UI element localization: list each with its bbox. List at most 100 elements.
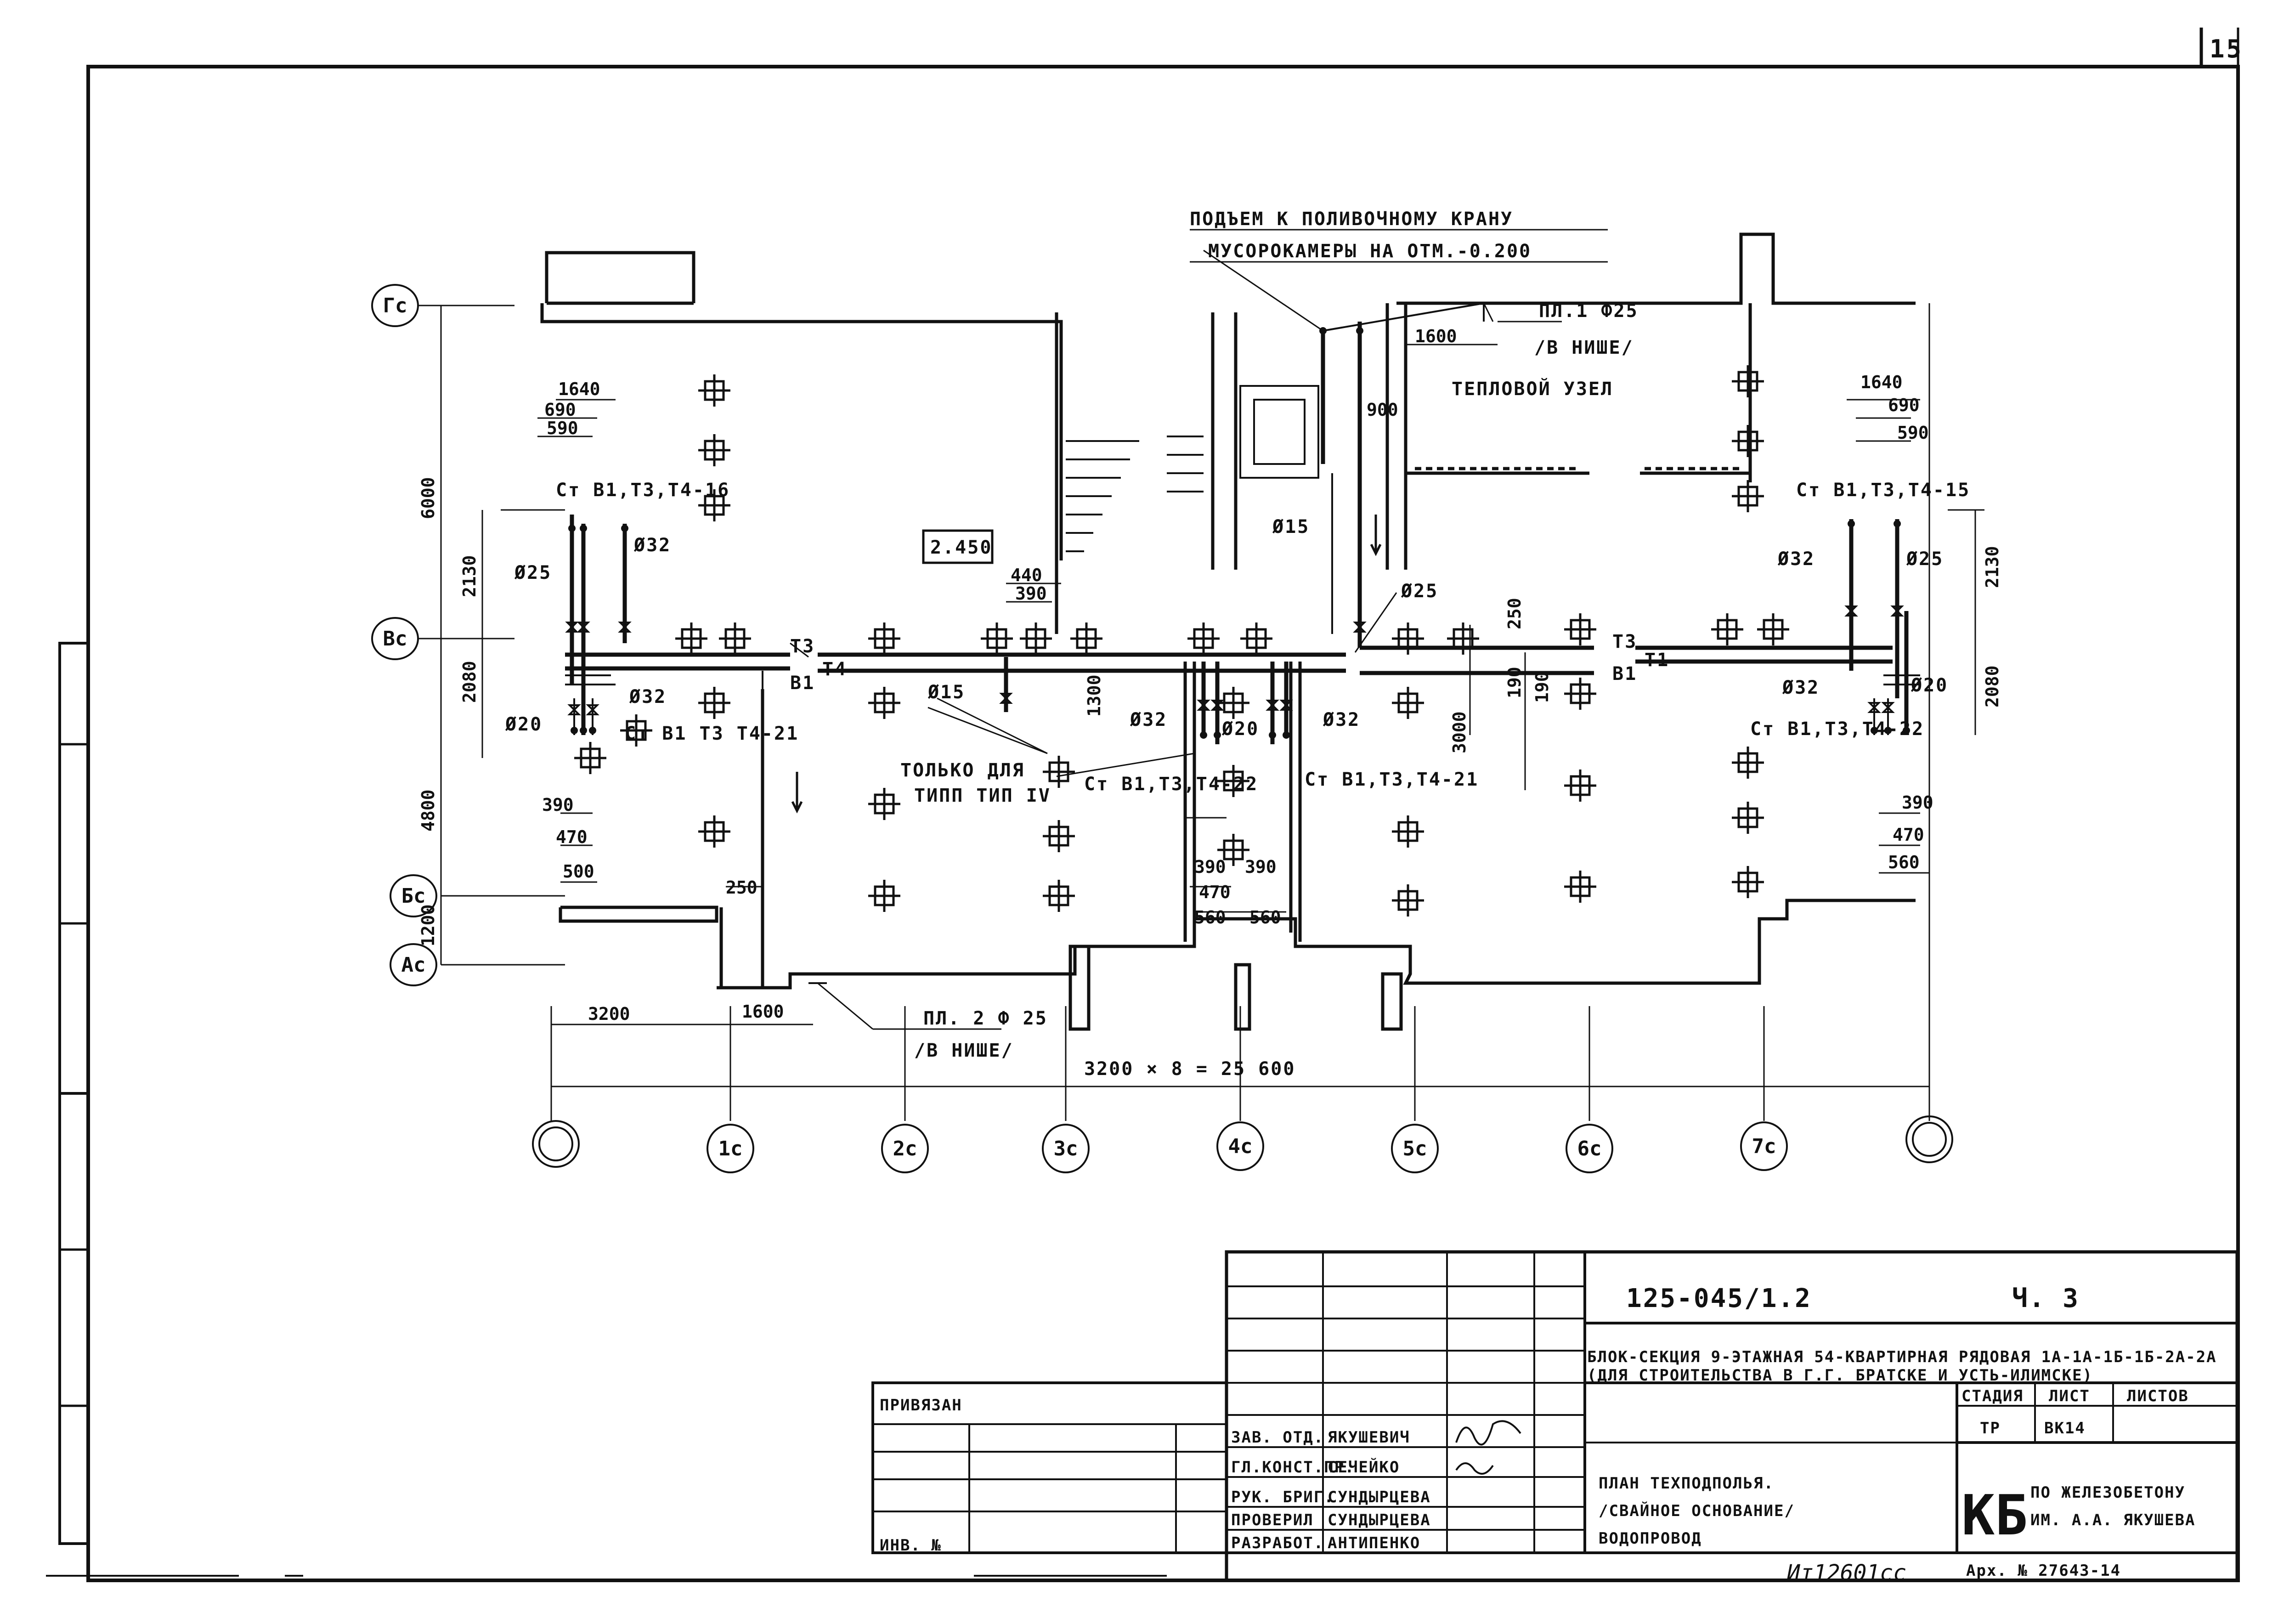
riser-right-top: Ст В1,Т3,Т4-15 [1796,480,1970,501]
dim-left-590: 590 [547,418,578,438]
role-3: ПРОВЕРИЛ [1231,1511,1314,1529]
row-axis-vc-label: Вс [383,627,407,651]
pile [1732,425,1764,457]
pile [1732,365,1764,397]
dim-left-4800: 4800 [418,789,438,832]
dim-left-500: 500 [563,861,594,882]
dim-right-2080: 2080 [1982,665,2002,707]
row-axis-bc: Бс [390,874,437,917]
col-axis-4c-label: 4с [1228,1135,1253,1158]
pile [620,714,652,747]
building-walls [540,232,1916,1031]
col-axis-start [532,1120,580,1168]
tap1-niche-label: /В НИШЕ/ [1534,337,1634,358]
pile [1564,871,1596,903]
col-axis-6c-label: 6с [1577,1137,1602,1160]
dim-center-390b: 390 [1245,857,1277,877]
dim-mid-250: 250 [1504,598,1525,629]
diameter-center-15: Ø15 [927,682,965,703]
name-1: СЕЧЕЙКО [1328,1458,1400,1477]
dim-left-470: 470 [556,827,588,847]
pile [1187,622,1220,655]
stage-value: ТР [1980,1419,2001,1437]
type-note-1: ТОЛЬКО ДЛЯ [900,760,1025,781]
pile [1711,613,1743,645]
pipe-mains [565,645,1920,685]
riser-center-left: Ст В1,Т3,Т4-22 [1084,774,1258,795]
dim-center-390a: 390 [1194,857,1226,877]
dim-left-1200: 1200 [418,904,438,946]
doc-code: 125-045/1.2 [1626,1284,1812,1313]
diameter-center-32-left: Ø32 [1130,709,1167,730]
org-name-2: ИМ. А.А. ЯКУШЕВА [2030,1511,2196,1529]
col-axis-1c [707,1124,754,1173]
flow-arrows [791,515,1382,814]
role-0: ЗАВ. ОТД. [1231,1428,1324,1447]
pile [698,434,730,466]
pile [1392,884,1424,917]
grid-axes [441,303,1930,1121]
pipe-label-t4: Т4 [822,659,847,680]
dim-center-1300: 1300 [1084,674,1104,717]
pile [1732,480,1764,512]
role-1: ГЛ.КОНСТ.ПР. [1231,1458,1355,1477]
riser-to-hose-label: ПОДЪЕМ К ПОЛИВОЧНОМУ КРАНУ [1190,209,1513,230]
diameter-left-32-top: Ø32 [633,535,671,556]
row-axis-gc: Гс [371,284,441,327]
sheet-corner-number: 15 [2210,34,2243,63]
dim-right-690: 690 [1888,395,1920,415]
col-axis-4c [1216,1121,1264,1171]
drawing-title-3: ВОДОПРОВОД [1599,1529,1702,1548]
pile [698,687,730,719]
dim-right-590: 590 [1897,423,1929,443]
dim-center-560b: 560 [1249,907,1281,928]
dim-left-690: 690 [544,400,576,420]
row-axis-ac: Ас [390,943,437,986]
pile [868,622,900,655]
col-axis-5c-label: 5с [1403,1137,1427,1160]
drawing-title-1: ПЛАН ТЕХПОДПОЛЬЯ. [1599,1474,1774,1493]
pile [1564,678,1596,710]
inv-label: ИНВ. № [880,1536,942,1555]
dim-left-2080: 2080 [459,661,480,703]
pile [1070,622,1102,655]
org-mark: КБ [1961,1484,2028,1548]
type-note-2: ТИПП ТИП IV [914,785,1051,806]
pile [698,489,730,521]
sheet-header: ЛИСТ [2049,1387,2090,1405]
name-4: АНТИПЕНКО [1328,1534,1420,1552]
pile [1564,613,1596,645]
project-line-2: (ДЛЯ СТРОИТЕЛЬСТВА В Г.Г. БРАТСКЕ И УСТЬ… [1587,1366,2093,1385]
dim-left-2130: 2130 [459,555,480,597]
pile [574,742,606,774]
pipe-label-t3-right: Т3 [1612,631,1637,652]
leader-lines [790,229,1608,1030]
bound-label: ПРИВЯЗАН [880,1396,962,1415]
pile [698,815,730,848]
col-axis-2c [881,1124,929,1173]
pile [719,622,751,655]
dim-mid-190a: 190 [1504,667,1525,698]
bottom-note: Ит12601сс [1786,1560,1906,1586]
pile [868,788,900,820]
org-name-1: ПО ЖЕЛЕЗОБЕТОНУ [2030,1483,2185,1502]
diameter-right-25: Ø25 [1906,549,1944,570]
riser-right-bottom: Ст В1,Т3,Т4-22 [1750,719,1924,740]
piles [574,365,1789,917]
drawing-title-2: /СВАЙНОЕ ОСНОВАНИЕ/ [1599,1501,1795,1520]
dim-right-390: 390 [1902,792,1933,813]
dim-mid-1600: 1600 [1415,326,1457,346]
dim-left-390: 390 [542,795,574,815]
pile [1043,880,1075,912]
row-axis-bc-label: Бс [401,884,426,908]
col-axis-6c [1566,1124,1613,1173]
diameter-right-32-mid: Ø32 [1782,677,1820,698]
pile [1732,747,1764,779]
dim-center-470: 470 [1199,882,1231,902]
pipe-label-t1: Т1 [1645,650,1669,671]
pile [1217,687,1249,719]
dim-center-560a: 560 [1194,907,1226,928]
elevation-box [922,529,994,564]
col-axis-5c [1391,1124,1439,1173]
